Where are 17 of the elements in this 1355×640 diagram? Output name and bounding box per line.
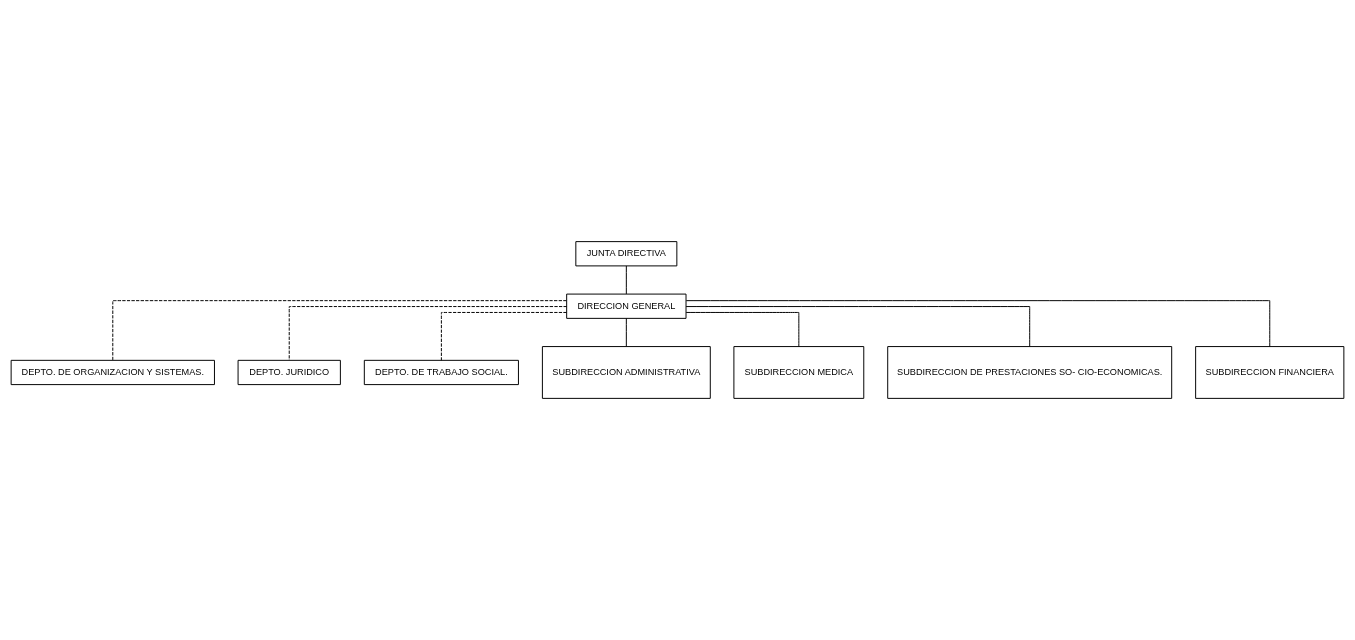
- connector: [625, 265, 627, 295]
- node-box: DEPTO. DE TRABAJO SOCIAL.: [363, 359, 519, 386]
- connector: [288, 306, 568, 361]
- node-box: SUBDIRECCION MEDICA: [733, 346, 865, 399]
- connector: [112, 300, 567, 361]
- node-box: DEPTO. DE ORGANIZACION Y SISTEMAS.: [10, 359, 215, 386]
- connector: [685, 300, 1271, 348]
- connector: [685, 311, 800, 347]
- connector: [625, 317, 627, 347]
- connector: [440, 311, 568, 361]
- node-box: SUBDIRECCION ADMINISTRATIVA: [541, 346, 711, 399]
- node-box: DIRECCION GENERAL: [566, 293, 687, 319]
- node-box: DEPTO. JURIDICO: [237, 359, 341, 386]
- connector: [685, 306, 1031, 347]
- node-box: SUBDIRECCION FINANCIERA: [1195, 346, 1345, 399]
- node-box: JUNTA DIRECTIVA: [575, 241, 678, 267]
- node-box: SUBDIRECCION DE PRESTACIONES SO- CIO-ECONOMICAS.: [887, 346, 1173, 399]
